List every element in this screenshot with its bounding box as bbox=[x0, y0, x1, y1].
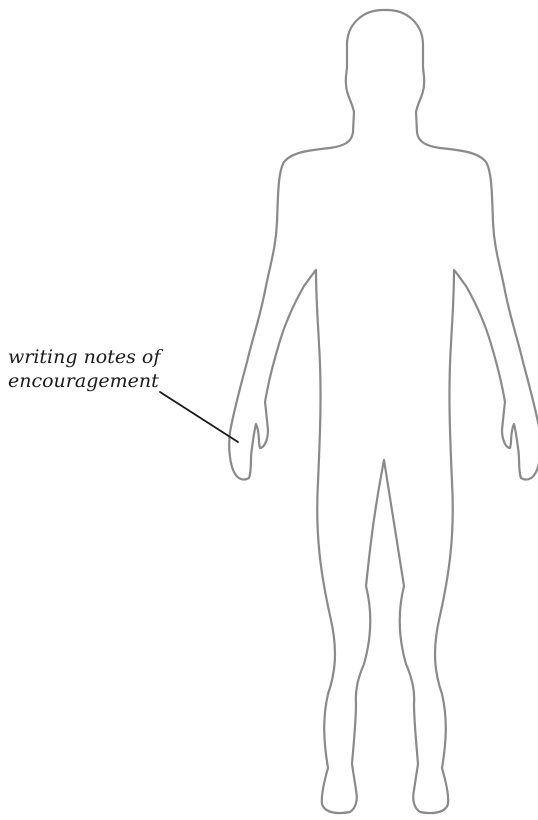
annotation-line-2: encouragement bbox=[8, 369, 208, 393]
annotation-line-1: writing notes of bbox=[8, 345, 208, 369]
annotation-label: writing notes of encouragement bbox=[8, 345, 208, 393]
body-outline bbox=[229, 10, 538, 813]
annotation-leader-line bbox=[160, 392, 238, 442]
